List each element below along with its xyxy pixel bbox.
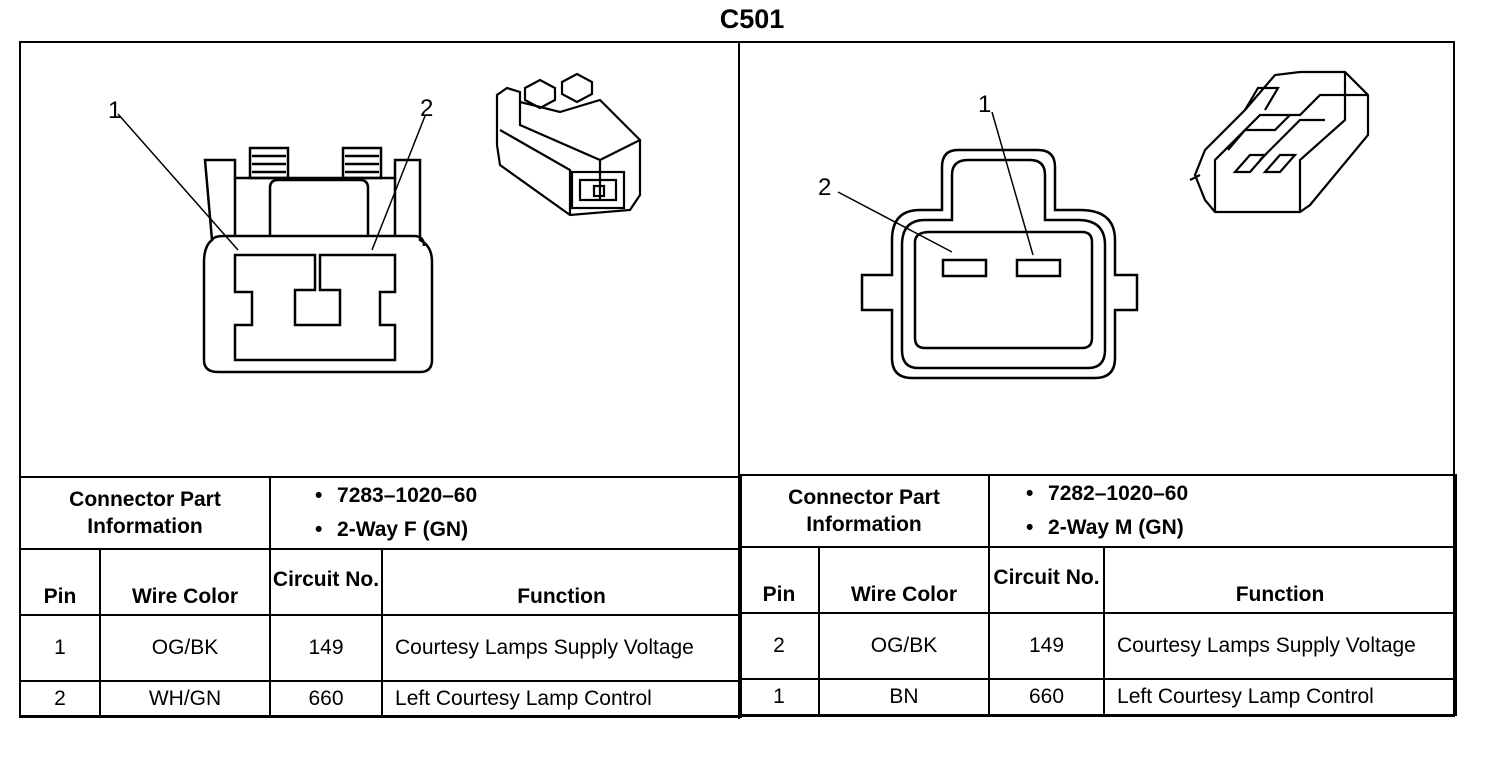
male-connector-iso-view [1189,70,1370,214]
cell-circuit: 660 [988,678,1106,716]
cell-wire-color: OG/BK [98,614,272,682]
left-connector-table: Connector Part Information •7283–1020–60… [18,476,743,718]
cell-pin: 1 [738,678,820,716]
male-connector-drawing: 1 2 [818,70,1370,380]
pin-2-leader [371,115,426,251]
cell-wire-color: OG/BK [817,612,991,680]
latch-tab-right [341,146,383,180]
cell-wire-color: WH/GN [98,680,272,718]
part-number: 7282–1020–60 [1048,482,1189,505]
pin-label-2: 2 [420,95,433,122]
connector-part-info-label: Connector Part Information [737,474,991,548]
pin-1-leader-right [991,111,1034,256]
cell-function: Courtesy Lamps Supply Voltage [1103,612,1458,680]
female-connector-iso-view [495,72,642,217]
header-circuit-no: Circuit No. [988,546,1106,614]
cell-circuit: 149 [269,614,384,682]
part-number: 7283–1020–60 [337,484,478,507]
right-connector-table: Connector Part Information •7282–1020–60… [737,474,1458,716]
connector-part-info-label: Connector Part Information [18,476,272,550]
cell-function: Left Courtesy Lamp Control [381,680,743,718]
table-row: 2 WH/GN 660 Left Courtesy Lamp Control [19,680,743,718]
table-row: 1 OG/BK 149 Courtesy Lamps Supply Voltag… [19,614,743,682]
female-connector-drawing: 1 2 [108,72,642,374]
pin-label-1: 1 [108,97,121,124]
header-pin: Pin [738,546,820,614]
part-description: 2-Way M (GN) [1048,516,1184,539]
header-wire-color: Wire Color [98,548,272,616]
pin-1-leader [117,113,239,251]
header-function: Function [1103,546,1458,614]
pin-2-leader-right [837,191,953,253]
connector-part-info: •7283–1020–60 •2-Way F (GN) [269,476,743,550]
cell-pin: 1 [19,614,101,682]
male-pin-2 [941,258,988,278]
part-description: 2-Way F (GN) [337,518,469,541]
latch-tab-left [248,146,290,180]
pin-label-2-right: 2 [818,174,831,201]
terminal-cavities [233,253,397,362]
male-housing-outline [860,148,1139,380]
cell-pin: 2 [738,612,820,680]
cell-pin: 2 [19,680,101,718]
cell-function: Courtesy Lamps Supply Voltage [381,614,743,682]
header-pin: Pin [19,548,101,616]
cell-wire-color: BN [817,678,991,716]
female-housing-outline [202,158,434,374]
table-row: 1 BN 660 Left Courtesy Lamp Control [738,678,1458,716]
cell-circuit: 660 [269,680,384,718]
connector-part-info: •7282–1020–60 •2-Way M (GN) [988,474,1458,548]
diagram-title: C501 [719,4,785,34]
header-circuit-no: Circuit No. [269,548,384,616]
cell-circuit: 149 [988,612,1106,680]
cell-function: Left Courtesy Lamp Control [1103,678,1458,716]
center-divider [738,43,740,719]
table-row: 2 OG/BK 149 Courtesy Lamps Supply Voltag… [738,612,1458,680]
header-wire-color: Wire Color [817,546,991,614]
header-function: Function [381,548,743,616]
pin-label-1-right: 1 [978,91,991,118]
male-pin-1 [1015,258,1062,278]
